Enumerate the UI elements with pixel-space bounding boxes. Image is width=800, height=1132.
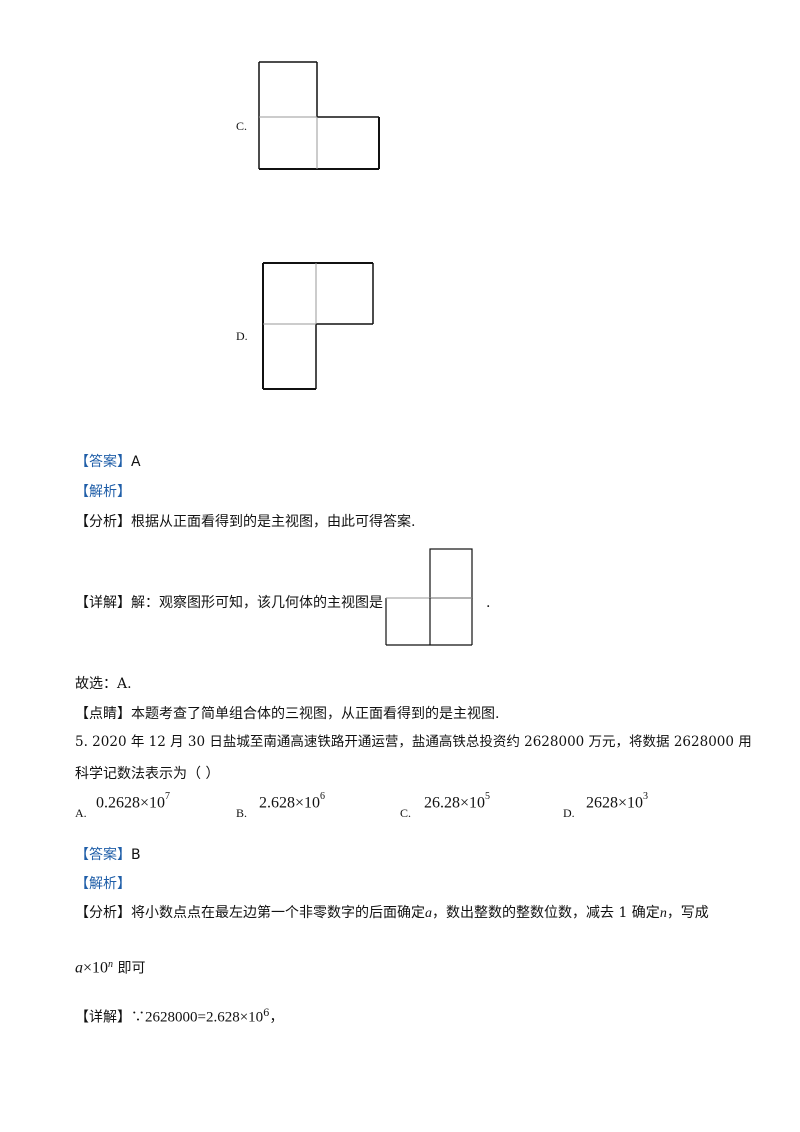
q5-option-b-label: B. (236, 806, 248, 820)
q4-answer: 【答案】A (75, 452, 141, 472)
q5-stem-line1: 5. 2020 年 12 月 30 日盐城至南通高速铁路开通运营，盐通高铁总投资… (75, 734, 752, 750)
answer-tag: 【答案】 (75, 454, 131, 470)
analysis-tag: 【解析】 (75, 876, 131, 892)
q5-option-c-label: C. (400, 806, 412, 820)
var-a: a (425, 906, 432, 921)
q5-option-b: 2.628×106 (259, 791, 326, 812)
q5-formula-line: a×10n 即可 (75, 959, 146, 977)
q5-answer: 【答案】B (75, 845, 141, 865)
q4-comment: 【点睛】本题考查了简单组合体的三视图，从正面看得到的是主视图. (75, 704, 499, 724)
detail-text: 解：观察图形可知，该几何体的主视图是 (131, 595, 383, 611)
q4-analysis: 【解析】 (75, 482, 131, 502)
q5-option-a: 0.2628×107 (96, 791, 171, 812)
q5-option-d: 2628×103 (586, 791, 649, 812)
front-view-figure (385, 548, 473, 646)
analysis-tag: 【解析】 (75, 484, 131, 500)
q5-stem-line2: 科学记数法表示为（ ） (75, 766, 220, 782)
q5-option-c: 26.28×105 (424, 791, 491, 812)
option-d-figure (262, 262, 374, 390)
q5-option-d-label: D. (563, 806, 575, 820)
answer-value: A (131, 454, 141, 470)
comment-text: 本题考查了简单组合体的三视图，从正面看得到的是主视图. (131, 706, 500, 722)
q5-option-a-label: A. (75, 806, 87, 820)
detail-tag: 【详解】 (75, 595, 131, 611)
option-d-label: D. (236, 329, 248, 343)
comment-tag: 【点睛】 (75, 706, 131, 722)
q5-fenxi: 【分析】将小数点点在最左边第一个非零数字的后面确定a，数出整数的整数位数，减去 … (75, 905, 709, 921)
fenxi-tag: 【分析】 (75, 514, 131, 530)
var-n: n (659, 906, 667, 921)
option-c-label: C. (236, 119, 248, 133)
q4-fenxi: 【分析】根据从正面看得到的是主视图，由此可得答案. (75, 512, 415, 532)
fenxi-text: 根据从正面看得到的是主视图，由此可得答案. (131, 514, 416, 530)
q5-analysis: 【解析】 (75, 874, 131, 894)
detail-end: . (486, 595, 491, 611)
answer-tag: 【答案】 (75, 847, 131, 863)
option-c-figure (258, 61, 380, 170)
fenxi-tag: 【分析】 (75, 905, 131, 921)
answer-value: B (131, 847, 141, 863)
detail-tag: 【详解】 (75, 1009, 131, 1026)
q4-choose: 故选：A. (75, 676, 132, 692)
q5-detail: 【详解】∵2628000=2.628×106， (75, 1008, 284, 1026)
q4-detail: 【详解】解：观察图形可知，该几何体的主视图是 (75, 593, 383, 613)
